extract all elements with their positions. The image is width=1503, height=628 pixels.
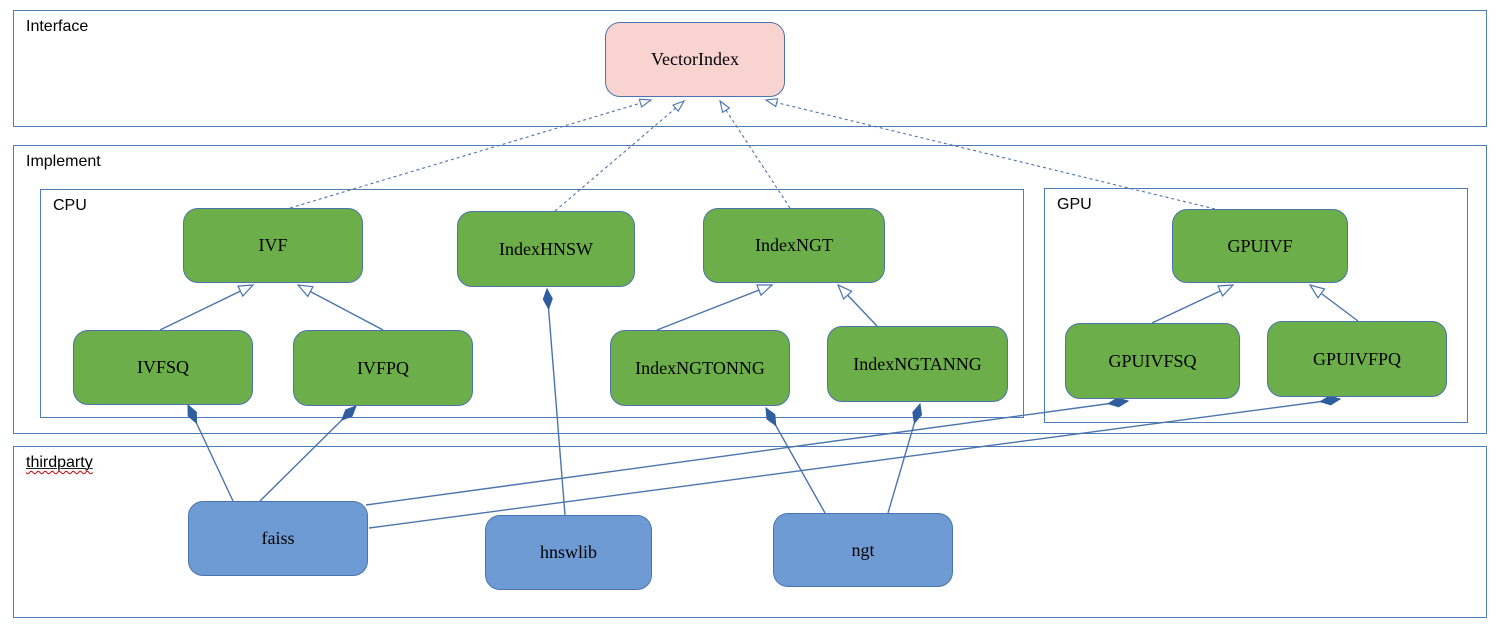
node-indexngt-label: IndexNGT — [755, 235, 833, 255]
node-faiss-label: faiss — [261, 528, 295, 548]
node-hnswlib: hnswlib — [485, 515, 652, 590]
node-gpuivf: GPUIVF — [1172, 209, 1348, 283]
node-indexngtanng: IndexNGTANNG — [827, 326, 1008, 402]
node-faiss: faiss — [188, 501, 368, 576]
node-gpuivfpq: GPUIVFPQ — [1267, 321, 1447, 397]
node-indexhnsw-label: IndexHNSW — [499, 238, 593, 259]
node-vectorindex-label: VectorIndex — [651, 49, 739, 69]
node-ngt-label: ngt — [851, 539, 875, 560]
node-ivf-label: IVF — [258, 235, 288, 255]
section-implement-label: Implement — [26, 153, 101, 170]
node-indexngtonng-label: IndexNGTONNG — [635, 357, 765, 378]
node-ngt: ngt — [773, 513, 953, 587]
node-indexhnsw: IndexHNSW — [457, 211, 635, 287]
node-ivfsq: IVFSQ — [73, 330, 253, 405]
node-indexngt: IndexNGT — [703, 208, 885, 283]
node-indexngtonng: IndexNGTONNG — [610, 330, 790, 406]
section-gpu-label: GPU — [1057, 196, 1092, 213]
node-gpuivf-label: GPUIVF — [1227, 235, 1293, 256]
section-interface-label: Interface — [26, 18, 89, 35]
node-hnswlib-label: hnswlib — [539, 542, 597, 562]
node-ivfsq-label: IVFSQ — [136, 357, 189, 377]
section-thirdparty-label: thirdparty — [26, 454, 93, 472]
node-gpuivfsq-label: GPUIVFSQ — [1108, 350, 1197, 371]
node-gpuivfpq-label: GPUIVFPQ — [1312, 348, 1402, 369]
node-ivfpq: IVFPQ — [293, 330, 473, 406]
node-indexngtanng-label: IndexNGTANNG — [853, 353, 982, 374]
spellcheck-squiggle: thirdparty — [26, 454, 93, 471]
node-vectorindex: VectorIndex — [605, 22, 785, 97]
section-cpu-label: CPU — [53, 197, 87, 214]
node-ivfpq-label: IVFPQ — [356, 357, 409, 378]
node-ivf: IVF — [183, 208, 363, 283]
node-gpuivfsq: GPUIVFSQ — [1065, 323, 1240, 399]
